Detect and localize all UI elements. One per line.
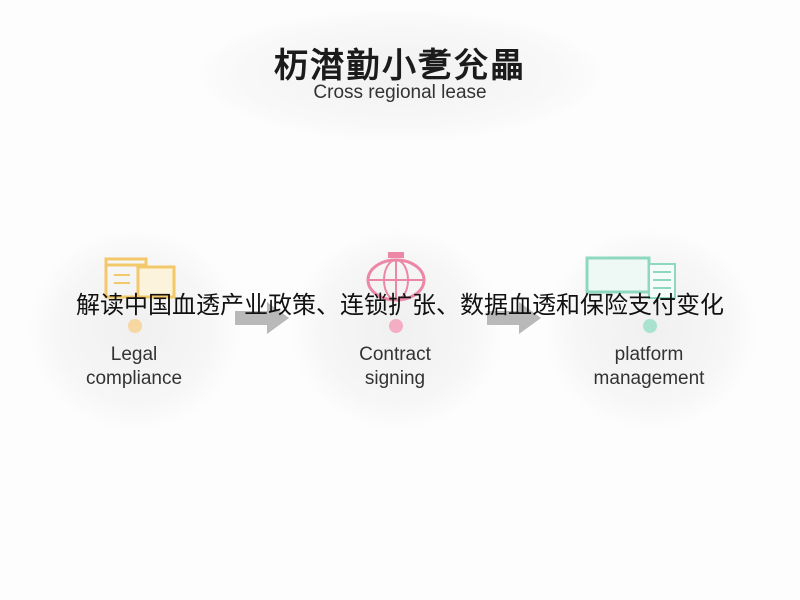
step-2-label-line2: signing	[364, 368, 426, 389]
step-2-label: Contract signing	[295, 343, 495, 391]
monitor-icon	[585, 256, 676, 299]
globe-icon	[366, 252, 426, 302]
header-glow	[200, 10, 600, 140]
arrow-right-icon	[487, 302, 541, 334]
step-1-label: Legal compliance	[34, 343, 234, 391]
overlay-caption: 解读中国血透产业政策、连锁扩张、数据血透和保险支付变化	[76, 291, 724, 319]
step-2-label-line1: Contract	[359, 344, 431, 365]
folder-icon	[104, 257, 176, 299]
step-1-label-line1: Legal	[110, 344, 158, 365]
step-1-dot	[128, 319, 142, 333]
step-3-label-line2: management	[593, 368, 705, 389]
step-3-dot	[643, 319, 657, 333]
page-subtitle: Cross regional lease	[313, 82, 487, 103]
step-3-label: platform management	[549, 343, 749, 391]
arrow-right-icon	[235, 302, 289, 334]
step-1-label-line2: compliance	[85, 368, 183, 389]
page-title: 杤澘勭小乽兊畾	[274, 46, 526, 86]
step-3-label-line1: platform	[614, 344, 684, 365]
step-2-dot	[389, 319, 403, 333]
